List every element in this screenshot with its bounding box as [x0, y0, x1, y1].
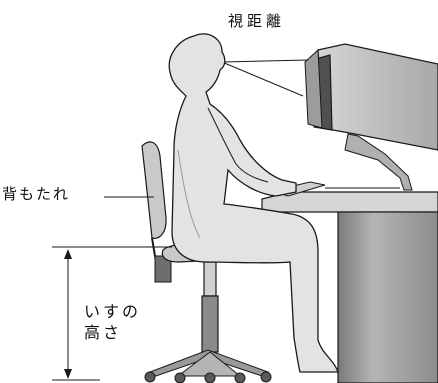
chair-backrest — [141, 141, 167, 239]
seat-height-label-line1: いすの — [84, 302, 142, 321]
monitor-body — [317, 43, 438, 151]
seat-height-dimension — [52, 246, 172, 381]
seat-height-label-line2: 高さ — [84, 323, 123, 342]
desk-leg — [337, 211, 438, 383]
viewing-distance-label: 視距離 — [228, 12, 286, 30]
person-arm — [207, 107, 269, 183]
monitor — [304, 43, 438, 191]
desk — [261, 191, 438, 383]
backrest-label: 背もたれ — [2, 185, 71, 203]
sight-lines — [221, 59, 309, 97]
monitor-arm — [344, 133, 413, 191]
chair-column — [203, 261, 217, 297]
seated-person — [168, 33, 339, 373]
person-body — [168, 33, 339, 373]
